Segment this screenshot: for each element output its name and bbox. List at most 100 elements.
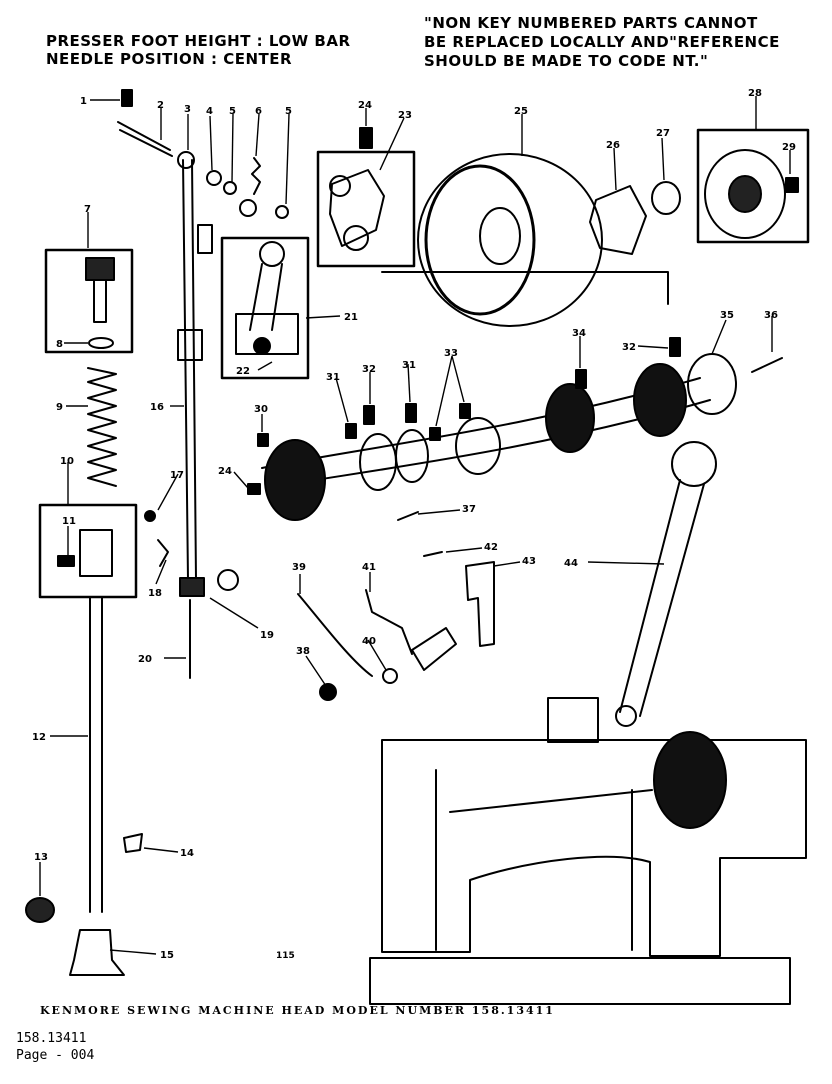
part-label-29: 29 (782, 142, 796, 153)
tension-disc (239, 199, 257, 217)
screw-part-31a (345, 423, 357, 439)
part-label-8: 8 (56, 339, 63, 350)
lever-41 (365, 589, 413, 655)
part-label-7: 7 (84, 204, 91, 215)
lever-39 (297, 593, 373, 677)
machine-handwheel (653, 731, 727, 829)
part-label-38: 38 (296, 646, 310, 657)
small-mark-115: 115 (276, 951, 295, 961)
handwheel-baseline (381, 271, 669, 305)
crank-top-eye (259, 241, 285, 267)
screw-part-32a (363, 405, 375, 425)
tension-part-4 (206, 170, 222, 186)
part-label-15: 15 (160, 950, 174, 961)
shaft-cam-center (545, 383, 595, 453)
part-label-17: 17 (170, 470, 184, 481)
part-label-32a: 32 (362, 364, 376, 375)
needle-position-setting: NEEDLE POSITION : CENTER (46, 50, 293, 68)
screw-part-30 (257, 433, 269, 447)
screw-part-34 (575, 369, 587, 389)
part-label-5a: 5 (229, 106, 236, 117)
part-label-24b: 24 (218, 466, 232, 477)
machine-bed-outline (369, 957, 791, 1005)
part-label-2: 2 (157, 100, 164, 111)
connecting-rod-bottom-eye (615, 705, 637, 727)
winder-spring-24 (359, 127, 373, 149)
part-label-33: 33 (444, 348, 458, 359)
presser-bar-guide-11 (79, 529, 113, 577)
screw-part-17 (144, 510, 156, 522)
thread-guide-18 (157, 539, 169, 567)
part-label-43: 43 (522, 556, 536, 567)
part-label-10: 10 (60, 456, 74, 467)
part-label-3: 3 (184, 104, 191, 115)
gear-frame (696, 128, 810, 244)
part-label-39: 39 (292, 562, 306, 573)
screw-part-37 (397, 511, 419, 521)
presser-spring-9 (87, 367, 117, 487)
part-label-27: 27 (656, 128, 670, 139)
gear-screw-29 (785, 177, 799, 193)
bobbin-winder-frame (316, 150, 416, 268)
presser-bar-guide-frame (38, 503, 138, 599)
part-label-26: 26 (606, 140, 620, 151)
thumb-screw-7 (85, 257, 115, 281)
screw-part-24b (247, 483, 261, 495)
bracket-part-43 (465, 561, 495, 647)
clutch-washer-27 (651, 181, 681, 215)
shaft-collar-2 (395, 429, 429, 483)
shaft-collar-3 (455, 417, 501, 475)
tension-part-5b (275, 205, 289, 219)
rod-part-2 (117, 121, 173, 157)
screw-part-1 (121, 89, 133, 107)
part-label-35: 35 (720, 310, 734, 321)
crank-lower-block (235, 313, 299, 355)
shaft-collar-1 (359, 433, 397, 491)
part-label-18: 18 (148, 588, 162, 599)
shaft-cam-left (264, 439, 326, 521)
washer-part-8 (88, 337, 114, 349)
spring-part-6 (251, 157, 261, 195)
presser-bar-12 (89, 597, 103, 913)
connecting-rod-top-eye (671, 441, 717, 487)
footer-page-number: Page - 004 (16, 1048, 95, 1063)
needle-bar-crank-frame (220, 236, 310, 380)
winder-bracket-23 (329, 169, 385, 247)
needle-bar-bushing (197, 224, 213, 254)
crank-screw-22 (253, 337, 271, 355)
needle-clamp-screw (217, 569, 239, 591)
presser-bar-screw-13 (25, 897, 55, 923)
part-label-41: 41 (362, 562, 376, 573)
part-label-36: 36 (764, 310, 778, 321)
part-label-11: 11 (62, 516, 76, 527)
lever-plate (411, 627, 457, 671)
guide-screw (57, 555, 75, 567)
part-label-6: 6 (255, 106, 262, 117)
needle-clamp-19 (179, 577, 205, 597)
clutch-plate-26 (589, 185, 647, 255)
set-screw-36 (751, 357, 783, 373)
needle-bar-connecting-stud (177, 329, 203, 361)
needle-bar-crank-21 (249, 263, 283, 331)
tension-part-5 (223, 181, 237, 195)
part-label-37: 37 (462, 504, 476, 515)
screw-part-40 (382, 668, 398, 684)
part-label-9: 9 (56, 402, 63, 413)
handwheel-hub (479, 207, 521, 265)
part-label-25: 25 (514, 106, 528, 117)
diagram-caption: KENMORE SEWING MACHINE HEAD MODEL NUMBER… (40, 1004, 555, 1017)
part-label-40: 40 (362, 636, 376, 647)
part-label-24a: 24 (358, 100, 372, 111)
needle-bar-top-cap (177, 151, 195, 169)
part-label-42: 42 (484, 542, 498, 553)
rod-crank-block (547, 697, 599, 743)
part-label-20: 20 (138, 654, 152, 665)
bracket-part-14 (123, 833, 143, 853)
part-label-22: 22 (236, 366, 250, 377)
part-label-19: 19 (260, 630, 274, 641)
machine-shaft (449, 789, 653, 813)
handwheel-rim (424, 164, 536, 316)
part-label-16: 16 (150, 402, 164, 413)
machine-arm-outline (381, 739, 807, 957)
part-label-34: 34 (572, 328, 586, 339)
